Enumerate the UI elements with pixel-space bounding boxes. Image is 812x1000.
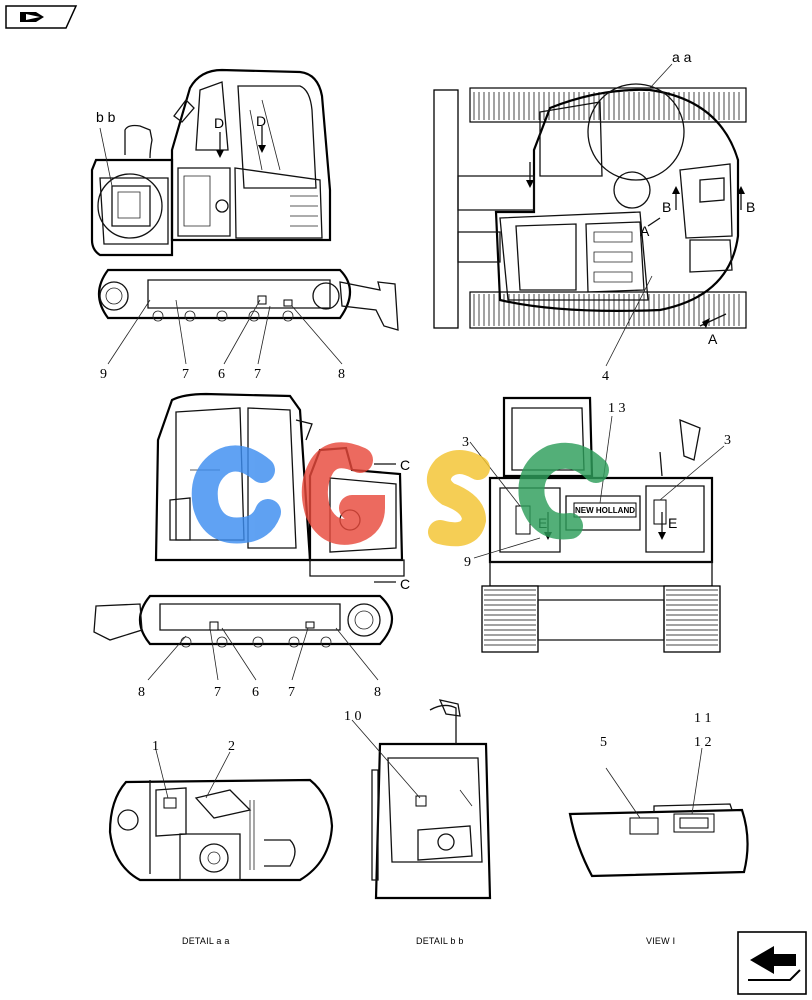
view-e-right-label: E bbox=[668, 515, 677, 531]
callout-8-mid-b: 8 bbox=[374, 685, 381, 700]
callout-2: 2 bbox=[228, 739, 235, 754]
callout-7-mid-a: 7 bbox=[214, 685, 221, 700]
callout-4: 4 bbox=[602, 369, 609, 384]
view-b-right-label: B bbox=[746, 199, 755, 215]
callout-3-right: 3 bbox=[724, 433, 731, 448]
detail-aa-drawing bbox=[108, 778, 334, 882]
detail-aa-marker: a a bbox=[672, 49, 692, 65]
caption-detail-aa: DETAIL a a bbox=[182, 936, 230, 946]
callout-10: 1 0 bbox=[344, 709, 362, 724]
detail-bb-drawing bbox=[371, 699, 492, 900]
callout-9-top: 9 bbox=[100, 367, 107, 382]
rear-view-machine: NEW HOLLAND bbox=[481, 396, 721, 653]
view-c-upper-label: C bbox=[400, 457, 410, 473]
callout-8-mid-a: 8 bbox=[138, 685, 145, 700]
caption-view-1: VIEW Ⅰ bbox=[646, 936, 675, 946]
labels: b b a a D D B B A A C C E E 9 7 6 7 8 4 … bbox=[96, 49, 755, 946]
side-view-left-machine bbox=[90, 68, 399, 331]
callout-5: 5 bbox=[600, 735, 607, 750]
watermark-c-green bbox=[518, 442, 609, 540]
detail-bb-marker: b b bbox=[96, 109, 116, 125]
view-d-right-label: D bbox=[256, 113, 266, 129]
callout-7-mid-b: 7 bbox=[288, 685, 295, 700]
view-d-left-label: D bbox=[214, 115, 224, 131]
callout-6-mid: 6 bbox=[252, 685, 259, 700]
callout-7-top-b: 7 bbox=[254, 367, 261, 382]
callout-1: 1 bbox=[152, 739, 159, 754]
view-b-left-label: B bbox=[662, 199, 671, 215]
watermark-s-yellow bbox=[426, 450, 490, 547]
callout-12: 1 2 bbox=[694, 735, 712, 750]
view-1-drawing bbox=[568, 803, 749, 878]
callout-9-rear: 9 bbox=[464, 555, 471, 570]
book-arrow-icon[interactable] bbox=[5, 5, 78, 29]
callout-7-top-a: 7 bbox=[182, 367, 189, 382]
watermark-g-red bbox=[301, 442, 386, 545]
brand-label: NEW HOLLAND bbox=[575, 506, 635, 515]
next-page-arrow-icon[interactable] bbox=[737, 931, 807, 995]
caption-detail-bb: DETAIL b b bbox=[416, 936, 464, 946]
top-view-machine bbox=[433, 83, 747, 329]
view-a-upper-label: A bbox=[640, 223, 650, 239]
view-c-lower-label: C bbox=[400, 576, 410, 592]
callout-6-top: 6 bbox=[218, 367, 225, 382]
view-a-lower-label: A bbox=[708, 331, 718, 347]
callout-8-top: 8 bbox=[338, 367, 345, 382]
leader-lines bbox=[99, 63, 725, 819]
callout-3-left: 3 bbox=[462, 435, 469, 450]
watermark-c-blue bbox=[191, 445, 281, 544]
callout-13: 1 3 bbox=[608, 401, 626, 416]
cgsc-watermark bbox=[191, 442, 609, 547]
callout-11: 1 1 bbox=[694, 711, 712, 726]
